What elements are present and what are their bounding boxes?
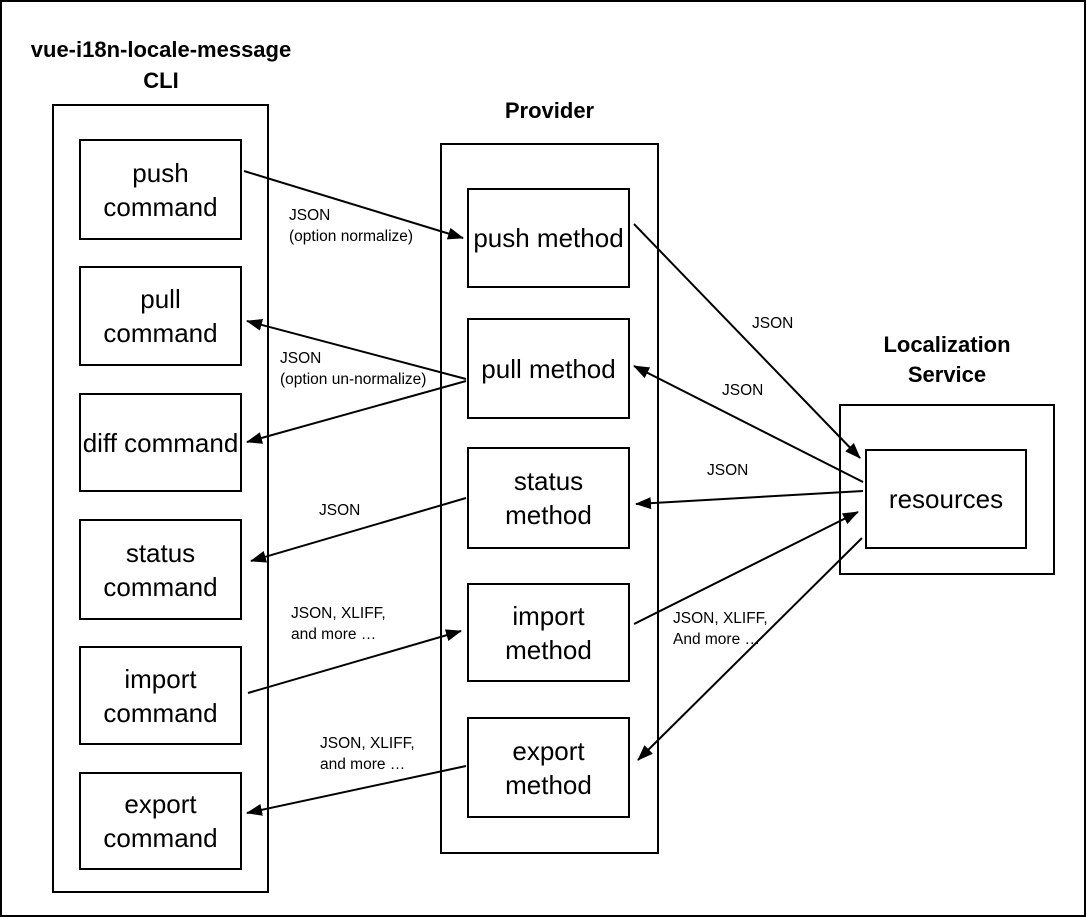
localization-service-container bbox=[839, 404, 1055, 575]
edge-label-push-json: JSON (option normalize) bbox=[289, 207, 414, 245]
push-command-box: push command bbox=[79, 139, 242, 240]
cli-title: vue-i18n-locale-message CLI bbox=[29, 34, 293, 96]
push-method-box: push method bbox=[467, 188, 630, 288]
pull-method-label: pull method bbox=[481, 353, 616, 384]
status-command-label: status command bbox=[103, 537, 218, 602]
import-method-box: import method bbox=[467, 583, 630, 682]
pull-command-label: pull command bbox=[103, 284, 218, 348]
export-command-label: export command bbox=[103, 789, 218, 853]
push-command-label: push command bbox=[103, 157, 218, 222]
status-command-box: status command bbox=[79, 519, 242, 620]
arrow-resources-to-status-method bbox=[635, 490, 864, 510]
arrow-pull-method-to-diff-command bbox=[246, 380, 467, 444]
edge-label-import-method-json: JSON, XLIFF, And more … bbox=[673, 610, 768, 648]
resources-label: resources bbox=[888, 484, 1004, 514]
diff-command-label: diff command bbox=[82, 427, 239, 458]
export-command-box: export command bbox=[79, 772, 242, 870]
localization-service-title: Localization Service bbox=[839, 330, 1055, 390]
service-title-line-2: Service bbox=[907, 362, 987, 387]
arrow-push-method-to-resources bbox=[633, 223, 861, 459]
provider-title: Provider bbox=[504, 98, 595, 123]
edge-label-status-method-json: JSON bbox=[707, 462, 749, 479]
push-method-label: push method bbox=[473, 223, 624, 253]
edge-label-status-json: JSON bbox=[319, 502, 361, 519]
status-method-box: status method bbox=[467, 447, 630, 549]
edge-label-pull-json: JSON (option un-normalize) bbox=[280, 350, 427, 388]
import-method-label: import method bbox=[505, 600, 592, 665]
pull-command-box: pull command bbox=[79, 266, 242, 366]
status-method-label: status method bbox=[505, 466, 592, 530]
cli-title-line-1: vue-i18n-locale-message bbox=[30, 37, 292, 62]
cli-title-line-2: CLI bbox=[143, 68, 179, 93]
import-command-label: import command bbox=[103, 663, 218, 728]
pull-method-box: pull method bbox=[467, 318, 630, 419]
import-command-box: import command bbox=[79, 646, 242, 745]
export-method-box: export method bbox=[467, 717, 630, 818]
edge-label-push-method-json: JSON bbox=[752, 315, 794, 332]
edge-label-import-json: JSON, XLIFF, and more … bbox=[291, 605, 386, 643]
diff-command-box: diff command bbox=[79, 393, 242, 492]
edge-label-pull-method-json: JSON bbox=[722, 382, 764, 399]
edge-label-export-json: JSON, XLIFF, and more … bbox=[320, 735, 415, 773]
resources-box: resources bbox=[865, 449, 1027, 549]
export-method-label: export method bbox=[505, 735, 592, 800]
service-title-line-1: Localization bbox=[883, 332, 1011, 357]
